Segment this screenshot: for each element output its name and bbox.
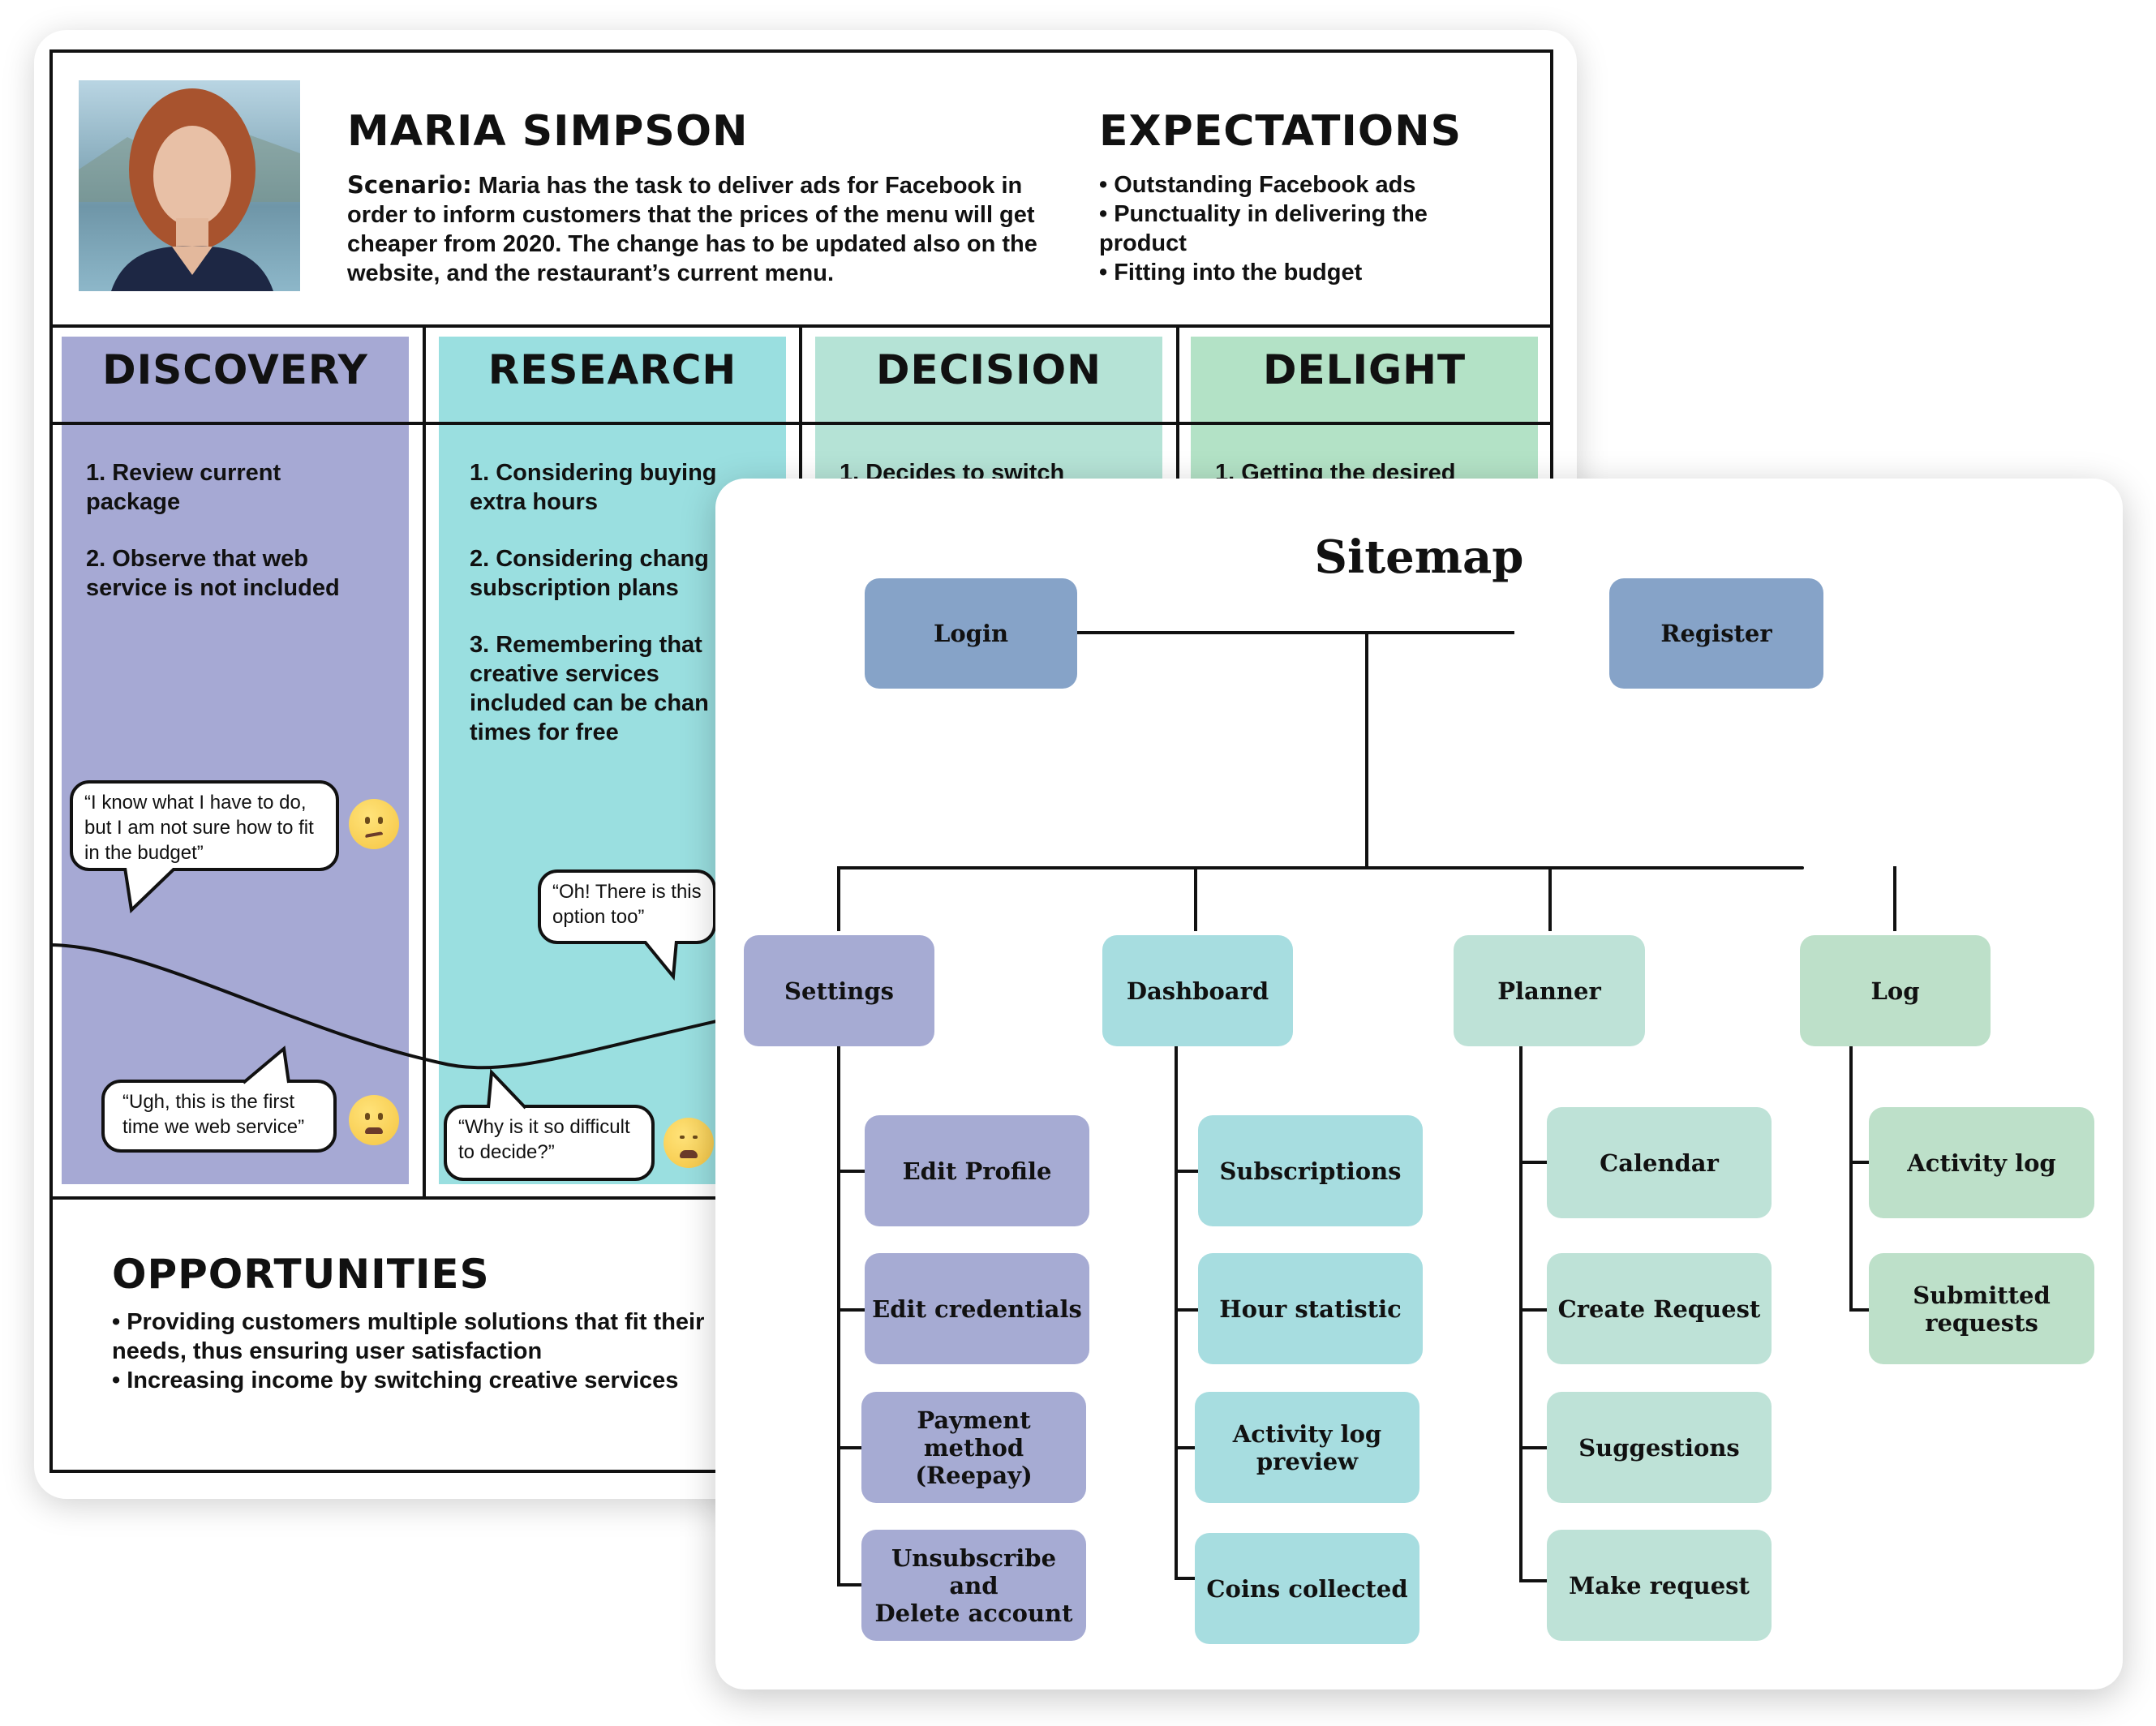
node-log[interactable]: Log	[1800, 935, 1991, 1046]
scenario-text: Maria has the task to deliver ads for Fa…	[347, 173, 1037, 286]
connector-line	[837, 1583, 871, 1586]
connector-line	[837, 1046, 840, 1585]
opportunity-item: • Increasing income by switching creativ…	[112, 1367, 679, 1393]
node-calendar[interactable]: Calendar	[1547, 1107, 1772, 1218]
stage-title: DELIGHT	[1262, 346, 1467, 393]
connector-line	[1175, 1046, 1178, 1578]
node-suggestions[interactable]: Suggestions	[1547, 1392, 1772, 1503]
node-hour-statistic[interactable]: Hour statistic	[1198, 1253, 1423, 1364]
expectations-list: • Outstanding Facebook ads • Punctuality…	[1099, 170, 1448, 287]
stage-step: 1. Review current package	[86, 460, 281, 515]
node-make-request[interactable]: Make request	[1547, 1530, 1772, 1641]
connector-line	[1194, 866, 1197, 931]
stage-steps: 1. Considering buying extra hours 2. Con…	[470, 458, 778, 775]
column-divider	[423, 324, 426, 1198]
connector-line	[1175, 1170, 1207, 1173]
stage-step: 2. Considering chang subscription plans	[470, 546, 709, 601]
connector-line	[837, 1308, 871, 1312]
stage-title: RESEARCH	[487, 346, 737, 393]
persona-photo	[79, 80, 300, 291]
connector-line	[1519, 1579, 1548, 1582]
connector-line	[1365, 633, 1368, 868]
thinking-face-icon	[349, 799, 399, 849]
expectation-item: • Fitting into the budget	[1099, 260, 1363, 286]
quote-bubble: “I know what I have to do, but I am not …	[70, 780, 339, 871]
node-subscriptions[interactable]: Subscriptions	[1198, 1115, 1423, 1226]
expectation-item: • Punctuality in delivering the product	[1099, 201, 1428, 256]
node-settings[interactable]: Settings	[744, 935, 934, 1046]
connector-line	[1175, 1577, 1207, 1580]
sitemap-title: Sitemap	[1314, 530, 1524, 584]
sitemap-card: Sitemap Login Register Settings Dashboar…	[715, 479, 2123, 1690]
quote-bubble: “Oh! There is this option too”	[538, 869, 716, 944]
stage-step: 3. Remembering that creative services in…	[470, 632, 729, 745]
connector-line	[1175, 1308, 1207, 1312]
bubble-tail	[487, 1069, 527, 1110]
quote-bubble: “Ugh, this is the first time we web serv…	[101, 1080, 337, 1153]
expectation-item: • Outstanding Facebook ads	[1099, 172, 1416, 198]
node-payment-method[interactable]: Payment method(Reepay)	[861, 1392, 1086, 1503]
connector-line	[1849, 1161, 1874, 1164]
bubble-tail	[642, 941, 678, 981]
node-login[interactable]: Login	[865, 578, 1077, 689]
connector-line	[1849, 1308, 1874, 1312]
connector-line	[1072, 631, 1514, 634]
persona-name: MARIA SIMPSON	[347, 107, 749, 156]
node-dashboard[interactable]: Dashboard	[1102, 935, 1293, 1046]
connector-line	[837, 866, 1804, 869]
connector-line	[1175, 1446, 1207, 1449]
node-planner[interactable]: Planner	[1454, 935, 1645, 1046]
stage-step: 2. Observe that web service is not inclu…	[86, 546, 340, 601]
connector-line	[1519, 1308, 1548, 1312]
connector-line	[1519, 1046, 1523, 1582]
bubble-tail	[123, 868, 177, 914]
stage-steps: 1. Review current package 2. Observe tha…	[86, 458, 401, 630]
connector-line	[1893, 866, 1896, 931]
connector-line	[837, 1170, 871, 1173]
weary-face-icon	[664, 1118, 714, 1168]
node-activity-log[interactable]: Activity log	[1869, 1107, 2094, 1218]
node-edit-profile[interactable]: Edit Profile	[865, 1115, 1089, 1226]
stage-title: DECISION	[876, 346, 1102, 393]
connector-line	[1849, 1046, 1853, 1310]
bubble-tail	[242, 1045, 290, 1084]
worried-face-icon	[349, 1095, 399, 1145]
stage-step: 1. Considering buying extra hours	[470, 460, 717, 515]
expectations-title: EXPECTATIONS	[1099, 107, 1462, 156]
stage-discovery: DISCOVERY 1. Review current package 2. O…	[62, 337, 409, 1184]
emotion-curve	[49, 943, 732, 1070]
connector-line	[837, 866, 840, 931]
connector-line	[837, 1446, 871, 1449]
opportunities-title: OPPORTUNITIES	[112, 1251, 490, 1298]
node-create-request[interactable]: Create Request	[1547, 1253, 1772, 1364]
connector-line	[1519, 1161, 1548, 1164]
stage-title: DISCOVERY	[102, 346, 368, 393]
node-coins-collected[interactable]: Coins collected	[1195, 1533, 1419, 1644]
opportunity-item: • Providing customers multiple solutions…	[112, 1309, 705, 1364]
persona-scenario: Scenario: Maria has the task to deliver …	[347, 170, 1061, 288]
quote-bubble: “Why is it so difficult to decide?”	[444, 1105, 655, 1181]
node-edit-credentials[interactable]: Edit credentials	[865, 1253, 1089, 1364]
node-register[interactable]: Register	[1609, 578, 1823, 689]
opportunities-list: • Providing customers multiple solutions…	[112, 1307, 720, 1395]
connector-line	[1519, 1446, 1548, 1449]
scenario-label: Scenario:	[347, 171, 472, 199]
connector-line	[1548, 866, 1552, 931]
